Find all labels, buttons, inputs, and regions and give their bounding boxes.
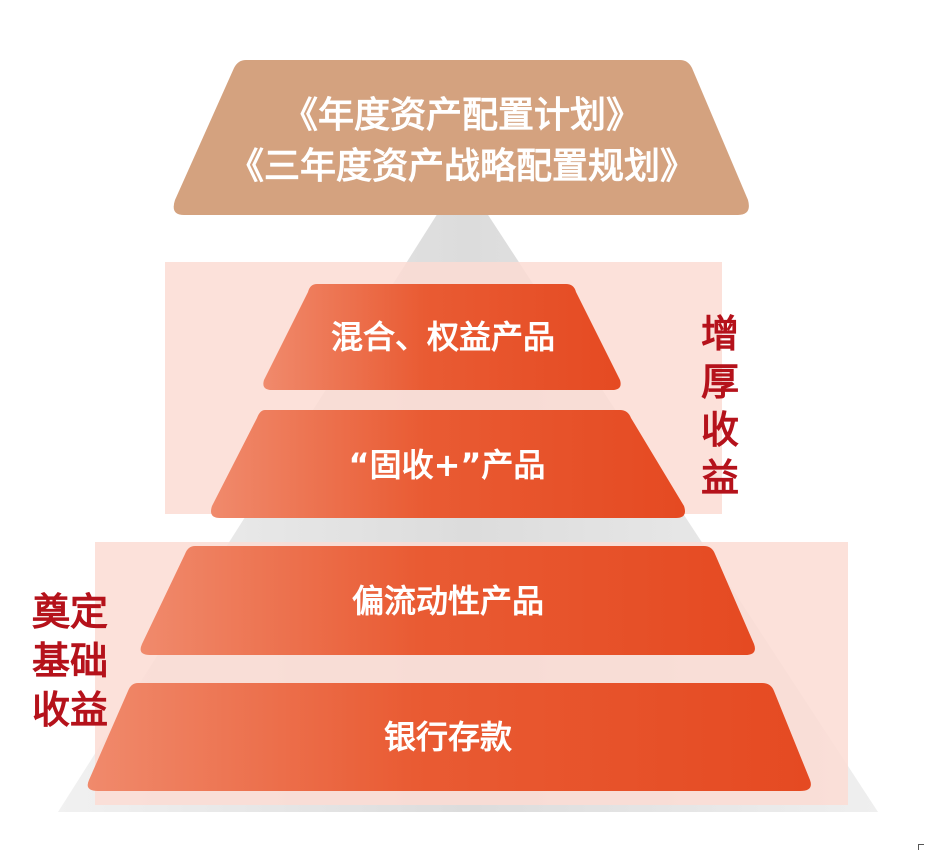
tier-mixed-equity-label: 混合、权益产品 [331, 318, 555, 356]
tier-mixed-equity [263, 284, 621, 390]
side-char: 厚 [701, 360, 739, 404]
tier-bank-deposit [87, 683, 811, 791]
tier-liquidity [140, 546, 755, 655]
tier-liquidity-label: 偏流动性产品 [352, 582, 544, 620]
side-line: 收益 [32, 688, 108, 732]
side-char: 增 [701, 312, 739, 356]
side-line: 基础 [32, 639, 108, 683]
side-char: 益 [701, 456, 739, 500]
tier-fixed-income-plus [211, 410, 685, 518]
side-label-foundation: 奠定 基础 收益 [32, 590, 108, 732]
tier-fixed-income-plus-label: “固收+”产品 [349, 446, 546, 484]
corner-mark [918, 844, 924, 850]
top-title-line1: 《年度资产配置计划》 [282, 95, 642, 136]
side-line: 奠定 [32, 590, 108, 634]
side-char: 收 [701, 408, 739, 452]
top-trapezoid [173, 60, 749, 215]
tier-bank-deposit-label: 银行存款 [384, 718, 512, 756]
top-title-line2: 《三年度资产战略配置规划》 [228, 146, 696, 187]
side-label-enhance: 增 厚 收 益 [701, 312, 739, 500]
